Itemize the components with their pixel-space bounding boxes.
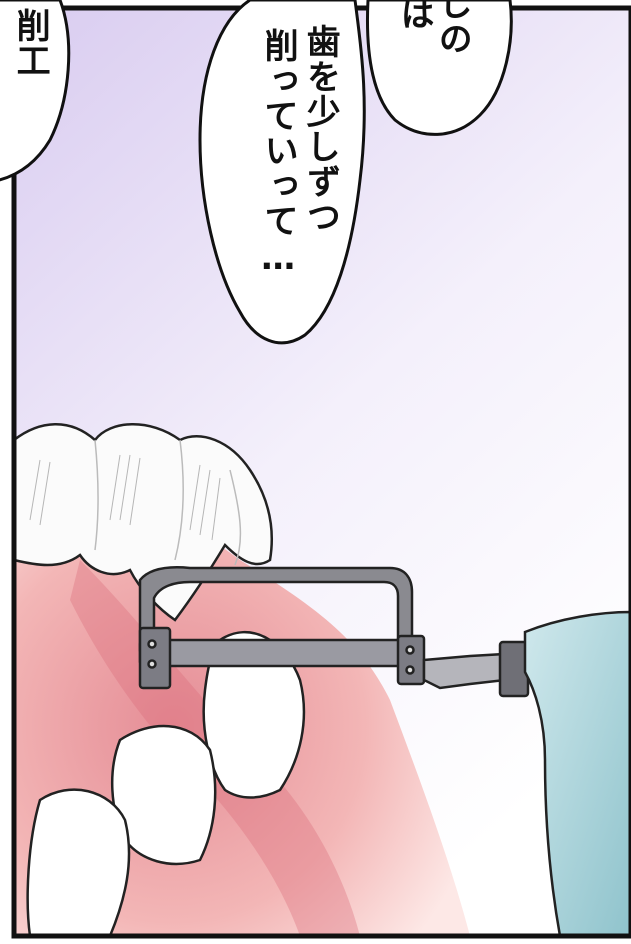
bubble-left-text: 削工 [10, 8, 51, 78]
speech-bubble-top-right [366, 0, 513, 136]
bubble-center-line2: 削っていって… [258, 28, 299, 279]
bubble-center-line1: 歯を少しずつ [300, 24, 341, 234]
handpiece [523, 610, 631, 938]
bubble-top-right-line2: は [394, 0, 435, 31]
speech-bubble-left [0, 0, 71, 182]
dental-tool [138, 566, 530, 698]
speech-bubble-center [198, 0, 366, 345]
bubble-top-right-line1: しの [432, 0, 473, 56]
